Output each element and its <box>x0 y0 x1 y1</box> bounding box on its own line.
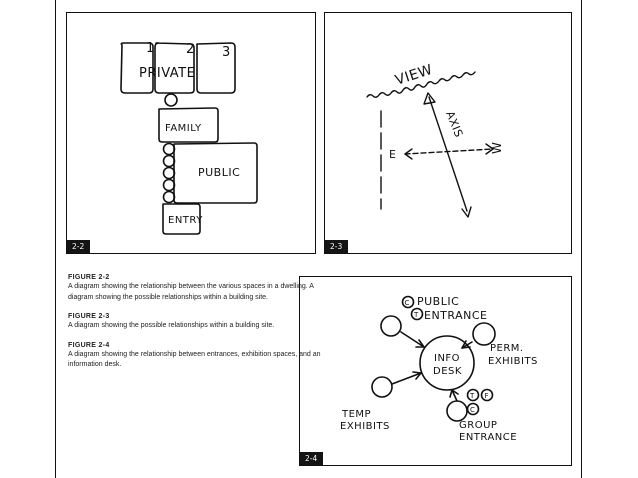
east-west-arrow <box>404 148 494 155</box>
public-entrance-label-1: PUBLIC <box>417 295 459 308</box>
perm-exhibits-label-2: EXHIBITS <box>488 356 538 367</box>
private-room-1 <box>120 42 154 94</box>
private-room-3 <box>196 42 236 94</box>
group-entrance-label-1: GROUP <box>459 420 497 431</box>
caption-block: FIGURE 2-2 A diagram showing the relatio… <box>68 274 330 303</box>
group-entrance-label-2: ENTRANCE <box>459 432 517 443</box>
family-label: FAMILY <box>165 123 202 134</box>
figure-2-4-panel: C T PUBLIC ENTRANCE PERM. EXHIBITS INFO … <box>299 276 572 466</box>
caption-block: FIGURE 2-4 A diagram showing the relatio… <box>68 342 330 371</box>
public-entrance-label-2: ENTRANCE <box>424 309 487 322</box>
room-number-2: 2 <box>186 42 195 57</box>
caption-text: A diagram showing the relationship betwe… <box>68 350 321 369</box>
axis-arrow <box>428 96 468 212</box>
west-label: W <box>490 142 504 154</box>
figure-tag: 2-4 <box>300 452 324 465</box>
cafe-marker-2: C <box>470 406 475 414</box>
group-entrance-node <box>446 400 468 422</box>
public-entrance-node <box>380 315 402 337</box>
caption-title: FIGURE 2-2 <box>68 274 110 281</box>
temp-exhibits-label-2: EXHIBITS <box>340 421 390 432</box>
caption-title: FIGURE 2-3 <box>68 313 110 320</box>
temp-exhibits-node <box>371 376 393 398</box>
toilet-marker-2: T <box>469 392 475 400</box>
cafe-marker-1: C <box>405 299 410 307</box>
toilet-marker-1: T <box>413 311 419 319</box>
figure-2-2-panel: 1 2 3 PRIVATE FAMILY PUBLIC ENTRY 2-2 <box>66 12 316 254</box>
connector-private-family <box>164 93 178 107</box>
info-desk-node <box>419 335 475 391</box>
info-desk-label-2: DESK <box>433 366 462 377</box>
view-squiggle <box>366 71 476 98</box>
book-page: 1 2 3 PRIVATE FAMILY PUBLIC ENTRY 2-2 VI… <box>55 0 582 478</box>
private-room-2 <box>154 42 195 94</box>
museum-diagram: C T PUBLIC ENTRANCE PERM. EXHIBITS INFO … <box>340 295 538 443</box>
figure-tag: 2-2 <box>67 240 91 253</box>
entry-label: ENTRY <box>168 215 203 226</box>
room-number-3: 3 <box>222 45 231 60</box>
info-desk-label-1: INFO <box>434 353 460 364</box>
public-room <box>173 142 258 204</box>
east-label: E <box>389 148 396 161</box>
figure-captions: FIGURE 2-2 A diagram showing the relatio… <box>68 274 330 381</box>
axis-label: AXIS <box>443 109 465 139</box>
private-label: PRIVATE <box>139 66 195 81</box>
family-room <box>158 107 219 143</box>
public-label: PUBLIC <box>198 166 240 179</box>
site-diagram: VIEW AXIS E W <box>366 62 504 218</box>
caption-text: A diagram showing the relationship betwe… <box>68 283 314 301</box>
figure-tag: 2-3 <box>325 240 349 253</box>
dwelling-diagram: 1 2 3 PRIVATE FAMILY PUBLIC ENTRY <box>120 41 258 235</box>
perm-exhibits-label-1: PERM. <box>490 343 524 354</box>
room-number-1: 1 <box>146 41 155 56</box>
caption-title: FIGURE 2-4 <box>68 341 110 349</box>
caption-block: FIGURE 2-3 A diagram showing the possibl… <box>68 313 330 332</box>
figure-2-3-panel: VIEW AXIS E W 2-3 <box>324 12 572 254</box>
food-marker: F <box>485 392 490 400</box>
caption-text: A diagram showing the possible relations… <box>68 322 275 329</box>
entry-room <box>162 203 201 235</box>
perm-exhibits-node <box>472 322 496 346</box>
view-label: VIEW <box>393 62 434 89</box>
temp-exhibits-label-1: TEMP <box>341 409 371 420</box>
